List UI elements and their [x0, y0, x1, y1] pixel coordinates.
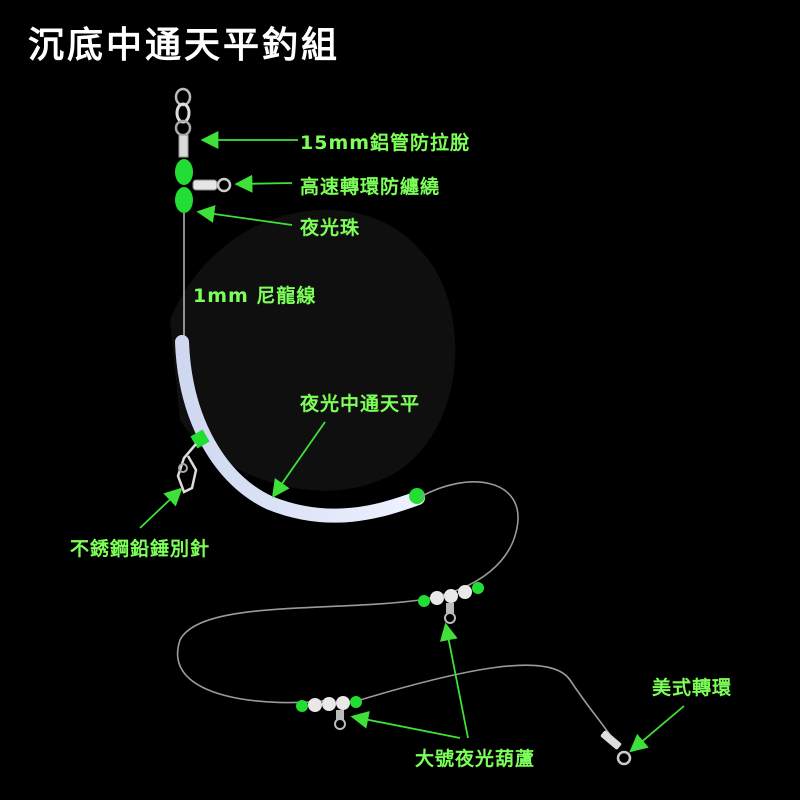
arrow-snap: [139, 487, 183, 529]
arrow-american-swivel: [629, 705, 685, 753]
arrow-glow-bead: [196, 205, 293, 226]
label-swivel: 高速轉環防纏繞: [300, 176, 441, 198]
aluminum-tube: [178, 134, 189, 158]
background-shadow: [170, 209, 456, 491]
label-glow-bead: 夜光珠: [300, 217, 361, 239]
arrow-glow-balance: [271, 421, 326, 498]
arrow-swivel: [234, 174, 293, 193]
arrow-gourd-upper: [439, 622, 469, 739]
arrow-gourd-lower: [350, 710, 461, 739]
leader-line-lower: [359, 664, 616, 743]
page-title: 沉底中通天平釣組: [28, 25, 341, 66]
balance-end-bead: [409, 488, 425, 504]
label-aluminum-tube: 15mm鋁管防拉脫: [300, 132, 471, 154]
label-gourd-bead: 大號夜光葫蘆: [415, 748, 536, 770]
gourd-bead-upper-group: [418, 582, 484, 624]
gourd-bead-lower-group: [296, 696, 362, 730]
high-speed-swivel: [192, 177, 232, 193]
label-glow-balance: 夜光中通天平: [300, 393, 421, 415]
label-american-swivel: 美式轉環: [652, 677, 733, 699]
glow-balance-arm: [175, 335, 425, 523]
american-swivel: [600, 730, 632, 766]
glow-bead-lower: [175, 187, 193, 213]
label-snap: 不銹鋼鉛錘別針: [70, 538, 211, 560]
glow-bead-upper: [175, 159, 193, 185]
leader-line-upper: [176, 481, 519, 704]
stainless-snap: [176, 443, 198, 494]
label-nylon-line: 1mm 尼龍線: [193, 285, 317, 307]
